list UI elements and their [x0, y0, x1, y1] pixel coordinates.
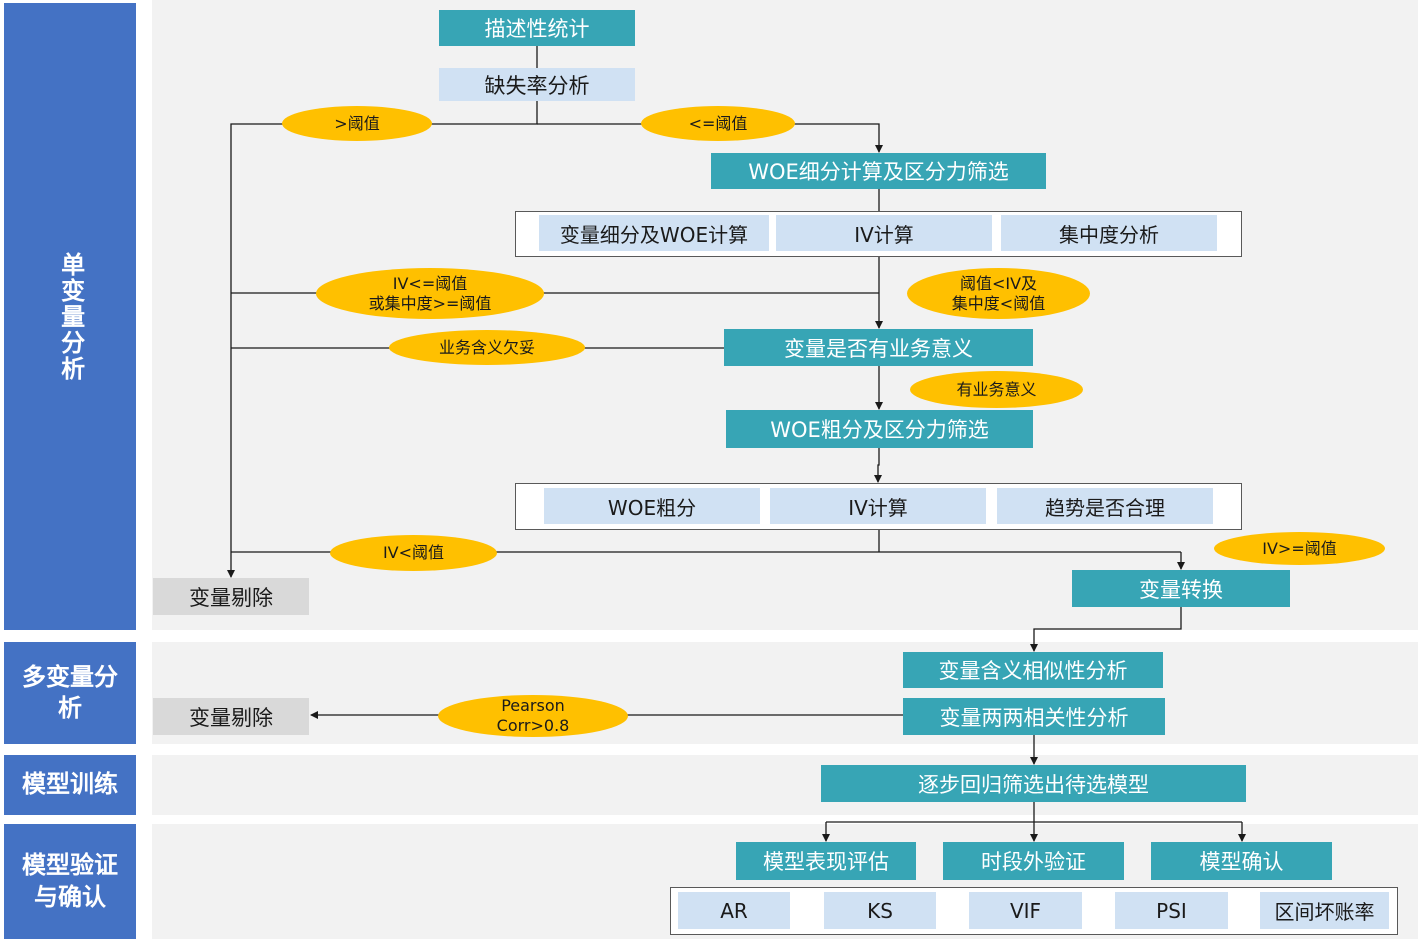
node-oot: 时段外验证	[943, 842, 1124, 880]
cond-iv-lt: IV<阈值	[330, 535, 497, 571]
cond-iv-ge: IV>=阈值	[1214, 532, 1385, 565]
cond-lacks-business: 业务含义欠妥	[389, 330, 585, 365]
node-similarity: 变量含义相似性分析	[903, 652, 1163, 688]
node-descriptive-stats: 描述性统计	[439, 10, 635, 46]
node-woe-coarse-screening: WOE粗分及区分力筛选	[726, 410, 1033, 448]
cond-threshold-iv-line2: 集中度<阈值	[951, 293, 1046, 313]
cond-iv-le-line1: IV<=阈值	[392, 273, 468, 293]
node-correlation: 变量两两相关性分析	[903, 698, 1165, 735]
node-confirm: 模型确认	[1151, 842, 1332, 880]
band-multivariate	[152, 642, 1418, 744]
section-univariate: 单变量分析	[4, 3, 136, 630]
node-var-remove-1: 变量剔除	[153, 578, 309, 615]
cond-gt-threshold: >阈值	[282, 106, 432, 141]
section-training: 模型训练	[4, 755, 136, 815]
cond-le-threshold: <=阈值	[641, 106, 795, 141]
metric-interval-bad-rate: 区间坏账率	[1260, 892, 1389, 929]
cond-pearson-line2: Corr>0.8	[496, 716, 570, 735]
metric-ar: AR	[678, 892, 790, 929]
cond-iv-le-line2: 或集中度>=阈值	[368, 293, 492, 313]
node-var-fine-woe: 变量细分及WOE计算	[539, 215, 769, 251]
node-missing-rate: 缺失率分析	[439, 68, 635, 101]
node-concentration: 集中度分析	[1001, 215, 1217, 251]
cond-has-business: 有业务意义	[910, 371, 1083, 408]
node-var-remove-2: 变量剔除	[153, 698, 309, 735]
node-woe-fine-screening: WOE细分计算及区分力筛选	[711, 153, 1046, 189]
node-iv-calc-1: IV计算	[776, 215, 992, 251]
cond-pearson: Pearson Corr>0.8	[438, 695, 628, 737]
node-stepwise: 逐步回归筛选出待选模型	[821, 765, 1246, 802]
section-multivariate: 多变量分析	[4, 642, 136, 744]
metric-ks: KS	[824, 892, 936, 929]
cond-iv-le-or-concentration: IV<=阈值 或集中度>=阈值	[316, 268, 544, 319]
node-var-transform: 变量转换	[1072, 570, 1290, 607]
node-performance: 模型表现评估	[736, 842, 916, 880]
node-business-meaning: 变量是否有业务意义	[724, 329, 1033, 366]
cond-threshold-iv: 阈值<IV及 集中度<阈值	[907, 268, 1090, 319]
cond-pearson-line1: Pearson	[501, 696, 565, 715]
band-univariate	[152, 0, 1418, 630]
node-trend: 趋势是否合理	[997, 488, 1213, 524]
metric-psi: PSI	[1115, 892, 1228, 929]
cond-threshold-iv-line1: 阈值<IV及	[959, 273, 1038, 293]
section-validation: 模型验证与确认	[4, 824, 136, 939]
metric-vif: VIF	[969, 892, 1082, 929]
node-iv-calc-2: IV计算	[770, 488, 986, 524]
node-woe-coarse: WOE粗分	[544, 488, 760, 524]
